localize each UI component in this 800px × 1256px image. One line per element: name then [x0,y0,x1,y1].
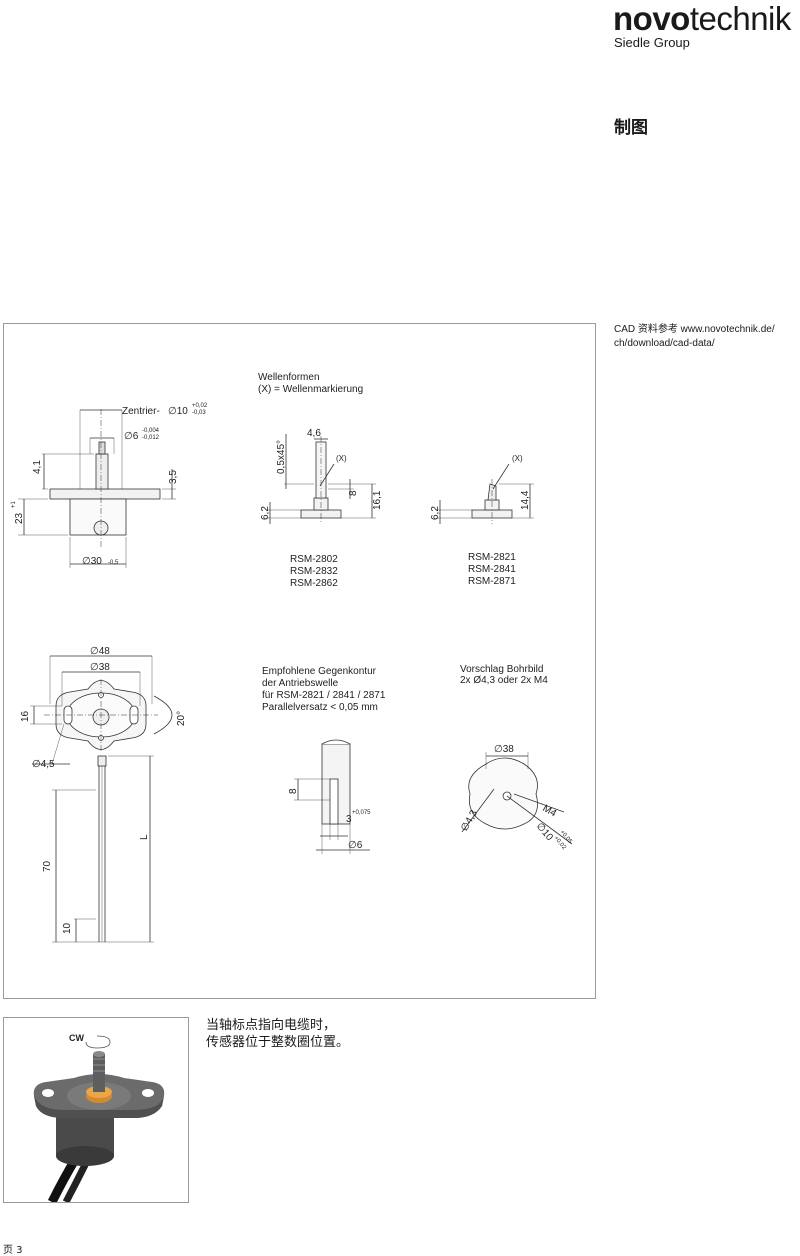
dim-70: 70 [42,860,53,872]
bohr-m4: M4 [541,803,559,820]
dim-14-4: 14,4 [520,490,531,510]
marker-x-left: (X) [336,454,347,463]
sensor-illustration: CW [33,1033,165,1205]
dim-16-1: 16,1 [372,490,383,510]
model-right-1: RSM-2821 [468,552,516,563]
body-diameter: ∅30 [82,556,102,567]
model-right-2: RSM-2841 [468,564,516,575]
cw-label: CW [69,1033,84,1043]
zentrier-label: Zentrier- [122,406,160,417]
logo-bold-text: novo [613,0,690,37]
wellenformen-subtitle: (X) = Wellenmarkierung [258,384,363,395]
counter-title-4: Parallelversatz < 0,05 mm [262,702,378,713]
dia-48: ∅48 [90,646,110,657]
product-image-frame: CW [3,1017,189,1205]
note-line1: 当轴标点指向电缆时， [206,1018,337,1033]
dim-16: 16 [20,710,31,722]
counter-title-2: der Antriebswelle [262,678,339,689]
cad-note-line2: ch/download/cad-data/ [614,338,715,349]
cad-data-note: CAD 资料参考 www.novotechnik.de/ ch/download… [614,323,794,351]
model-left-1: RSM-2802 [290,554,338,565]
rotation-arrow-icon [85,1035,111,1049]
technical-drawing: Wellenformen (X) = Wellenmarkierung Zent… [11,372,573,943]
shaft-tol-upper: -0,004 [142,428,160,434]
dim-10: 10 [62,922,73,934]
dim-4-1: 4,1 [32,460,43,474]
counter-dia-6: ∅6 [348,840,363,851]
logo-subtitle: Siedle Group [614,35,690,50]
counter-dim-3: 3 [346,814,352,825]
model-left-3: RSM-2862 [290,578,338,589]
dim-23-tol: +1 [11,500,17,508]
bohr-subtitle: 2x Ø4,3 oder 2x M4 [460,675,548,686]
page-number: 页 3 [3,1245,23,1256]
dim-4-6: 4,6 [307,428,321,439]
counter-dim-3-tol: +0,075 [352,810,371,816]
dim-6-2-left: 6,2 [260,506,271,520]
angle-20: 20° [176,711,187,726]
brand-logo: novotechnik [613,2,791,35]
note-line2: 传感器位于整数圈位置。 [206,1035,350,1050]
counter-title-3: für RSM-2821 / 2841 / 2871 [262,690,386,701]
logo-light-text: technik [689,0,792,37]
zentrier-diameter: ∅10 [168,406,188,417]
bohr-dia-10: ∅10 [534,821,555,844]
shaft-tol-lower: -0,012 [142,435,160,441]
dim-L: L [139,834,150,840]
marker-x-right: (X) [512,454,523,463]
technical-drawing-frame: Wellenformen (X) = Wellenmarkierung Zent… [3,323,596,999]
dia-38: ∅38 [90,662,110,673]
position-note: 当轴标点指向电缆时， 传感器位于整数圈位置。 [206,1017,349,1051]
model-left-2: RSM-2832 [290,566,338,577]
model-right-3: RSM-2871 [468,576,516,587]
section-title: 制图 [614,118,648,138]
dim-6-2-right: 6,2 [430,506,441,520]
wellenformen-title: Wellenformen [258,372,320,383]
zentrier-tol-upper: +0,02 [192,403,208,409]
shaft-diameter: ∅6 [124,431,139,442]
dim-3-5: 3,5 [168,470,179,484]
counter-dim-8: 8 [288,788,299,794]
body-tol: -0,5 [108,560,119,566]
counter-title-1: Empfohlene Gegenkontur [262,666,377,677]
bohr-dia-38: ∅38 [494,744,514,755]
zentrier-tol-lower: -0,03 [192,410,206,416]
dim-8: 8 [348,490,359,496]
dia-4-5: ∅4,5 [32,759,55,770]
dim-23: 23 [14,512,25,524]
dim-chamfer: 0,5x45° [276,440,287,474]
bohr-title: Vorschlag Bohrbild [460,664,543,675]
cad-note-line1: CAD 资料参考 www.novotechnik.de/ [614,324,775,335]
